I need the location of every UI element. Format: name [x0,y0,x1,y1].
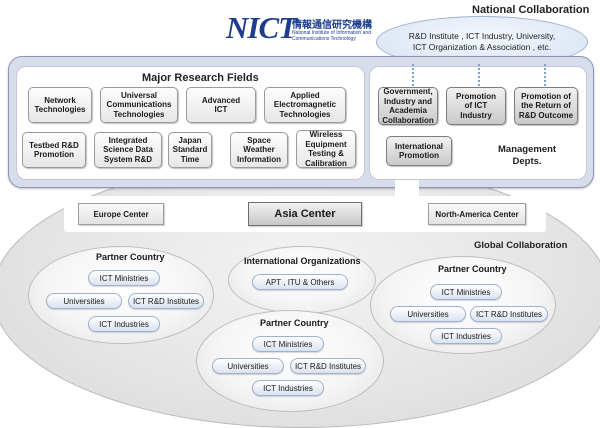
europe-center: Europe Center [78,203,164,225]
pill-ict-industries: ICT Industries [88,316,160,332]
partner-country-bottom-title: Partner Country [260,318,329,328]
pill-ict-industries: ICT Industries [430,328,502,344]
pill-universities: Universities [390,306,466,322]
connector-line [478,64,480,86]
national-line: ICT Organization & Association , etc. [412,42,552,52]
pill-ict-rd-institutes: ICT R&D Institutes [128,293,204,309]
pill-universities: Universities [212,358,284,374]
pill-ict-ministries: ICT Ministries [252,336,324,352]
logo-japanese-name: 情報通信研究機構 [292,20,372,31]
pill-ict-ministries: ICT Ministries [88,270,160,286]
partner-country-left-title: Partner Country [96,252,165,262]
national-collaboration-title: National Collaboration [472,4,590,16]
connector-line [412,64,414,86]
nict-logo: NICT 情報通信研究機構 National Institute of Info… [226,10,374,46]
research-fields-title: Major Research Fields [142,72,259,84]
global-collaboration-title: Global Collaboration [474,240,568,251]
asia-center: Asia Center [248,202,362,226]
national-line: R&D Institute , ICT Industry, University… [408,31,556,41]
pill-ict-industries: ICT Industries [252,380,324,396]
pill-universities: Universities [46,293,122,309]
logo-english-name: National Institute of Information and Co… [292,30,371,42]
pill-ict-ministries: ICT Ministries [430,284,502,300]
north-america-center: North-America Center [428,203,526,225]
pill-ict-rd-institutes: ICT R&D Institutes [470,306,548,322]
connector-line [544,64,546,86]
pill-apt-itu: APT , ITU & Others [252,274,348,290]
partner-country-right-title: Partner Country [438,264,507,274]
pill-ict-rd-institutes: ICT R&D Institutes [290,358,366,374]
logo-mark: NICT [226,10,297,45]
intl-orgs-title: International Organizations [244,256,361,266]
